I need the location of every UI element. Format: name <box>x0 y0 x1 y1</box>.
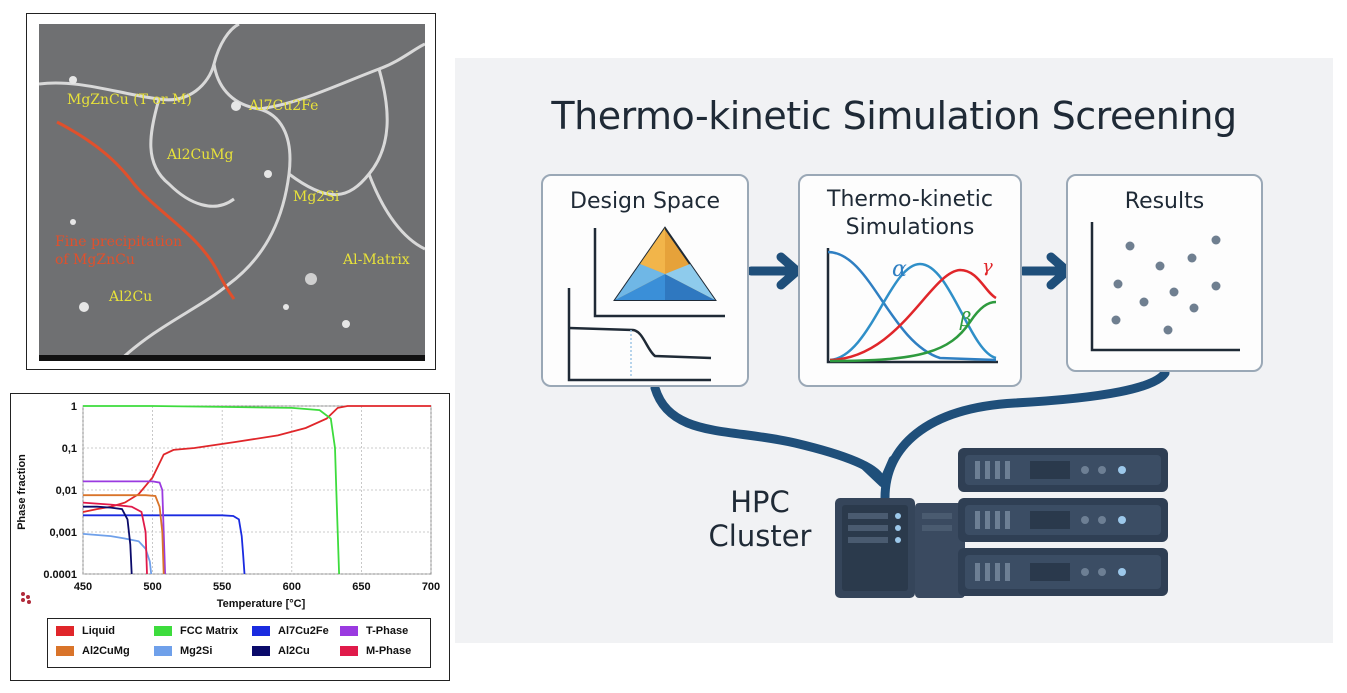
legend-item-al7cu2fe: Al7Cu2Fe <box>252 625 329 637</box>
legend-item-fcc-matrix: FCC Matrix <box>154 625 238 637</box>
server-tower-icon <box>835 498 915 598</box>
label-al2cu: Al2Cu <box>108 289 152 305</box>
chart-series <box>82 405 431 575</box>
results-graphic <box>1090 222 1240 352</box>
arrow-design-to-sim-head <box>776 252 802 290</box>
gamma-label: γ <box>982 256 993 277</box>
results-card: Results <box>1066 174 1263 372</box>
legend-item-t-phase: T-Phase <box>340 625 408 637</box>
phase-fraction-chart: 450 500 550 600 650 700 0.0001 0,001 0,01 0,1 1 Te… <box>16 401 440 610</box>
legend-swatch <box>340 626 358 636</box>
simulations-title-line1: Thermo-kinetic <box>827 187 993 212</box>
server-rack-stack-icon <box>958 448 1168 596</box>
design-axes <box>593 228 725 318</box>
label-al2cumg: Al2CuMg <box>166 147 234 163</box>
hpc-servers-graphic <box>835 448 1168 598</box>
workflow-connectors <box>650 252 1170 503</box>
label-mgzncu: MgZnCu (T or M) <box>67 92 192 108</box>
workflow-title: Thermo-kinetic Simulation Screening <box>551 94 1237 138</box>
x-tick-label: 500 <box>143 581 161 593</box>
result-points <box>1111 235 1221 335</box>
legend-item-al2cu: Al2Cu <box>252 645 310 657</box>
legend-swatch <box>154 626 172 636</box>
label-mg2si: Mg2Si <box>293 189 340 205</box>
x-tick-label: 600 <box>283 581 301 593</box>
y-tick-label: 0.0001 <box>43 569 77 581</box>
x-tick-label: 700 <box>422 581 440 593</box>
legend-label: Al2CuMg <box>82 645 130 657</box>
label-al7cu2fe: Al7Cu2Fe <box>248 98 318 114</box>
legend-item-mg2si: Mg2Si <box>154 645 212 657</box>
phase-fraction-panel: 450 500 550 600 650 700 0.0001 0,001 0,01 0,1 1 Te… <box>10 393 450 681</box>
particles <box>69 76 350 328</box>
results-title: Results <box>1124 189 1205 214</box>
y-tick-label: 0,1 <box>62 443 77 455</box>
fine-precip-labels: Fine precipitation of MgZnCu <box>55 234 182 268</box>
design-space-graphic <box>567 226 725 382</box>
design-space-title: Design Space <box>570 189 720 214</box>
label-al-matrix: Al-Matrix <box>342 252 410 268</box>
legend-item-al2cumg: Al2CuMg <box>56 645 130 657</box>
time-temp-axes <box>567 288 711 382</box>
series-line-al7cu2fe <box>83 514 246 575</box>
legend-swatch <box>252 626 270 636</box>
series-line-al2cu <box>83 505 133 575</box>
series-line-mg2si <box>82 533 153 575</box>
grain-boundaries <box>39 24 425 361</box>
x-tick-label: 450 <box>74 581 92 593</box>
design-space-card: Design Space <box>541 174 749 387</box>
micrograph-image: MgZnCu (T or M) Al7Cu2Fe Al2CuMg Mg2Si A… <box>39 24 425 361</box>
legend-label: Liquid <box>82 625 115 637</box>
alpha-curve <box>827 250 997 362</box>
chart-tick-labels: 450 500 550 600 650 700 0.0001 0,001 0,01 0,1 1 <box>43 401 440 593</box>
micrograph-labels: MgZnCu (T or M) Al7Cu2Fe Al2CuMg Mg2Si A… <box>67 92 410 305</box>
legend-label: M-Phase <box>366 645 412 657</box>
x-tick-label: 550 <box>213 581 231 593</box>
arrow-hpc-to-results <box>880 368 1170 503</box>
beta-label: β <box>959 307 972 331</box>
beta-curve <box>829 300 997 363</box>
simulations-title-line2: Simulations <box>845 215 975 240</box>
y-tick-label: 0,01 <box>56 485 77 497</box>
series-line-m-phase <box>82 501 148 575</box>
legend-label: T-Phase <box>366 625 409 637</box>
simulations-card: Thermo-kinetic Simulations α γ β <box>798 174 1022 387</box>
x-axis-label: Temperature [°C] <box>217 598 306 610</box>
legend-item-liquid: Liquid <box>56 625 115 637</box>
micrograph-panel: MgZnCu (T or M) Al7Cu2Fe Al2CuMg Mg2Si A… <box>26 13 436 370</box>
series-line-fcc-matrix <box>83 405 340 575</box>
y-tick-label: 1 <box>71 401 77 413</box>
hpc-label-line2: Cluster <box>708 519 812 553</box>
y-axis-label: Phase fraction <box>16 454 28 530</box>
y-tick-label: 0,001 <box>49 527 77 539</box>
scale-bar <box>39 355 425 361</box>
legend-swatch <box>154 646 172 656</box>
legend-swatch <box>340 646 358 656</box>
legend-label: FCC Matrix <box>180 625 239 637</box>
legend-label: Al7Cu2Fe <box>278 625 329 637</box>
legend-swatch <box>252 646 270 656</box>
gamma-curve <box>829 268 997 362</box>
label-fine-precip-1: Fine precipitation <box>55 234 182 250</box>
x-tick-label: 650 <box>352 581 370 593</box>
series-line-al2cumg <box>83 494 165 575</box>
alpha-label: α <box>892 257 907 282</box>
series-line-t-phase <box>83 480 166 575</box>
legend-swatch <box>56 646 74 656</box>
label-fine-precip-2: of MgZnCu <box>55 252 135 268</box>
legend-label: Al2Cu <box>278 645 310 657</box>
chart-grid <box>82 405 432 575</box>
corner-glyph <box>21 592 31 604</box>
server-rack-2-icon <box>915 503 965 598</box>
heat-treatment-curve <box>568 326 712 360</box>
legend-swatch <box>56 626 74 636</box>
legend-item-m-phase: M-Phase <box>340 645 411 657</box>
hpc-label-line1: HPC <box>730 485 790 519</box>
series-line-liquid <box>82 405 431 513</box>
workflow-panel: Thermo-kinetic Simulation Screening Desi… <box>455 58 1333 643</box>
legend-label: Mg2Si <box>180 645 213 657</box>
fine-precipitation-contour <box>56 120 236 300</box>
simulations-graphic: α γ β <box>826 248 998 364</box>
